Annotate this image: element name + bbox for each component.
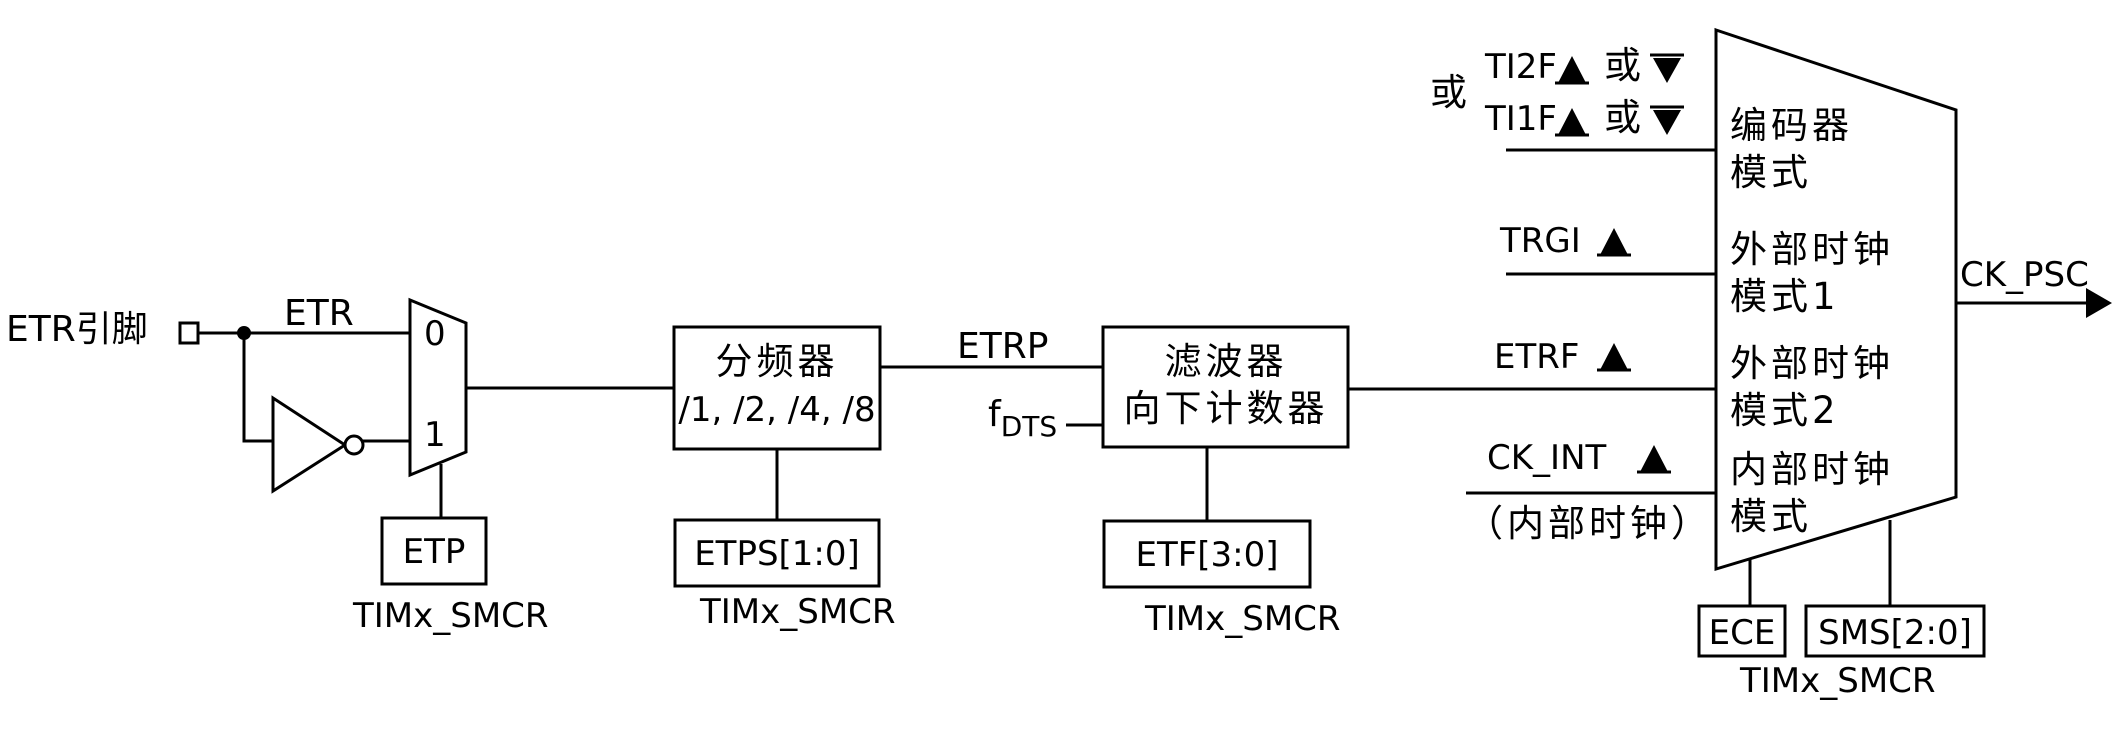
encoder-mode-line2: 模式 — [1730, 151, 1812, 194]
etp-polarity-mux: 0 1 ETP TIMx_SMCR — [352, 297, 674, 636]
ext-clock-mode1-line2: 模式1 — [1730, 275, 1840, 318]
prescaler-title: 分频器 — [716, 340, 839, 383]
filter-box — [1101, 325, 1350, 449]
etf-register-label: TIMx_SMCR — [1144, 599, 1341, 639]
etp-field-box — [380, 516, 488, 586]
filter-title: 滤波器 — [1165, 340, 1288, 383]
mux-input-1-label: 1 — [424, 415, 446, 455]
etp-register-label: TIMx_SMCR — [352, 596, 549, 636]
fdts-subscript: DTS — [1001, 410, 1057, 443]
filter-subtitle: 向下计数器 — [1124, 387, 1329, 430]
prescaler-block: 分频器 /1, /2, /4, /8 ETPS[1:0] TIMx_SMCR E… — [672, 325, 1103, 632]
mux-input-0-label: 0 — [424, 314, 446, 354]
mode-register-label: TIMx_SMCR — [1739, 661, 1936, 701]
ece-field-label: ECE — [1709, 613, 1776, 653]
ck-psc-label: CK_PSC — [1960, 255, 2089, 295]
etps-field-box — [673, 518, 881, 588]
inverter-bubble — [343, 434, 365, 456]
sms-field-label: SMS[2:0] — [1818, 613, 1972, 653]
ck-int-note: （内部时钟） — [1466, 502, 1712, 545]
mode-mux-shape — [1714, 27, 1958, 572]
prescaler-ratios: /1, /2, /4, /8 — [678, 390, 875, 430]
ck-psc-arrow-icon — [2086, 288, 2112, 318]
ece-field-box — [1697, 604, 1787, 658]
etp-mux-shape — [408, 297, 468, 478]
ti1f-rising-edge-icon — [1555, 108, 1589, 137]
encoder-or-label: 或 — [1430, 71, 1471, 114]
etp-field-label: ETP — [403, 532, 466, 572]
etrp-label: ETRP — [957, 326, 1048, 367]
ext-clock-mode2-line1: 外部时钟 — [1730, 342, 1894, 385]
ti2f-label: TI2F — [1484, 47, 1557, 87]
etr-input-stage: ETR引脚 ETR — [6, 293, 410, 494]
ext-clock-mode1-line1: 外部时钟 — [1730, 228, 1894, 271]
ti2f-edge-or: 或 — [1604, 44, 1645, 87]
trgi-rising-edge-icon — [1597, 228, 1631, 257]
ck-int-label: CK_INT — [1487, 438, 1606, 478]
ext-clock-mode2-line2: 模式2 — [1730, 389, 1840, 432]
etps-register-label: TIMx_SMCR — [699, 592, 896, 632]
sms-field-box — [1804, 604, 1986, 658]
etr-pin-label: ETR引脚 — [6, 309, 148, 350]
ti1f-label: TI1F — [1484, 99, 1557, 139]
etr-pin-square — [178, 321, 200, 345]
ti1f-edge-or: 或 — [1604, 96, 1645, 139]
etr-wire-inverter-branch — [242, 333, 273, 443]
etr-line-label: ETR — [284, 293, 354, 334]
clock-mode-selector: 或 TI2F 或 TI1F 或 编码器 模式 TRGI 外部时钟 模式1 ETR… — [1430, 27, 2112, 701]
ti2f-falling-edge-icon — [1650, 53, 1684, 83]
ti1f-falling-edge-icon — [1650, 105, 1684, 135]
filter-block: 滤波器 向下计数器 fDTS ETF[3:0] TIMx_SMCR — [988, 325, 1716, 639]
trgi-label: TRGI — [1499, 221, 1581, 261]
etps-field-label: ETPS[1:0] — [694, 534, 860, 574]
int-clock-mode-line2: 模式 — [1730, 495, 1812, 538]
inverter-triangle — [271, 395, 348, 494]
ti2f-rising-edge-icon — [1555, 56, 1589, 85]
etf-field-box — [1102, 519, 1312, 589]
etrf-label: ETRF — [1494, 337, 1579, 377]
etrf-rising-edge-icon — [1597, 343, 1631, 372]
prescaler-box — [672, 325, 882, 451]
fdts-main: f — [988, 394, 1002, 435]
etf-field-label: ETF[3:0] — [1135, 535, 1278, 575]
fdts-label: fDTS — [988, 394, 1057, 443]
ck-int-rising-edge-icon — [1637, 445, 1671, 474]
int-clock-mode-line1: 内部时钟 — [1730, 448, 1894, 491]
encoder-mode-line1: 编码器 — [1730, 104, 1853, 147]
